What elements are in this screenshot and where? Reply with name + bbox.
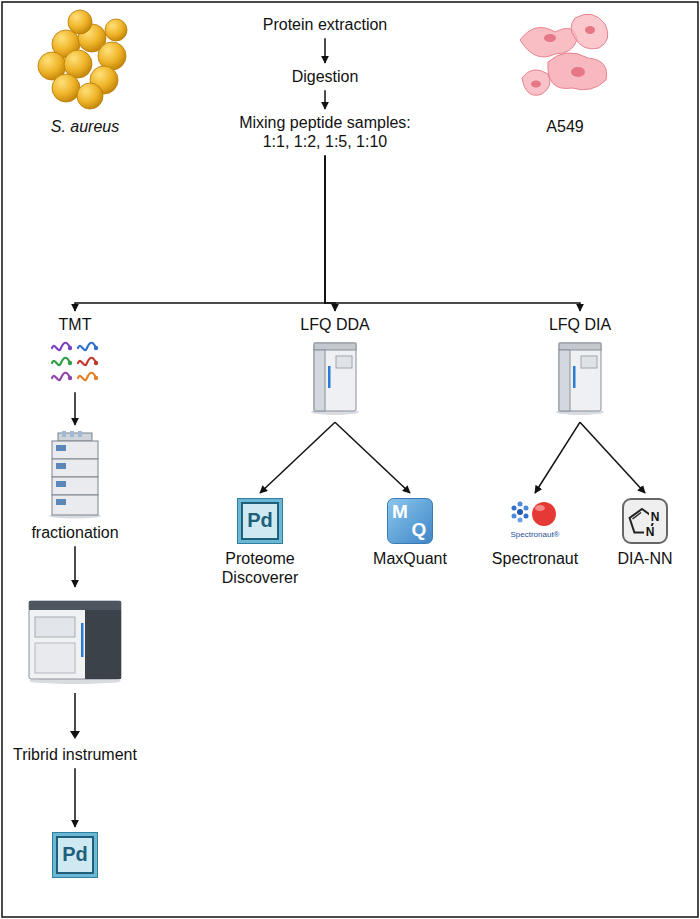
step-text: Mixing peptide samples: 1:1, 1:2, 1:5, 1… [230, 112, 420, 152]
tmt-branch: TMT [35, 314, 115, 389]
node-text: Protein extraction [261, 14, 390, 35]
flow-arrow [65, 691, 85, 741]
hplc-art [49, 431, 101, 519]
step-text: Protein extraction [225, 14, 425, 35]
instr-icon [551, 338, 609, 416]
logo-shape [512, 502, 557, 527]
node-text: MaxQuant [371, 548, 449, 569]
logo-text: Q [409, 520, 429, 539]
node-text: TMT [57, 314, 94, 335]
tags-icon [49, 338, 101, 386]
flow-connector [74, 768, 76, 827]
logo-text: Pd [52, 844, 98, 864]
flow-connector [324, 38, 326, 63]
node-text: Digestion [290, 66, 361, 87]
flow-connector [325, 155, 580, 311]
node-text: fractionation [29, 522, 120, 543]
software-logo: Pd [52, 830, 98, 882]
arrow-head [70, 731, 80, 739]
flow-connector [325, 155, 335, 311]
node-text: Mixing peptide samples: 1:1, 1:2, 1:5, 1… [230, 112, 420, 152]
species-label: S. aureus [5, 118, 165, 136]
fractionation-step: fractionation [20, 428, 130, 543]
dia-branch: LFQ DIA [530, 314, 630, 419]
tribrid-icon [25, 593, 125, 685]
node-text: Tribrid instrument [11, 744, 139, 765]
software-node: NN DIA-NN [600, 496, 690, 569]
dda-branch: LFQ DDA [290, 314, 380, 419]
node-text: DIA-NN [615, 548, 674, 569]
logo-shape [388, 499, 433, 544]
logo-text: M [390, 502, 410, 521]
spn-logo: Spectronaut® [500, 498, 570, 544]
flow-connector [74, 392, 76, 425]
logo-shape [623, 499, 667, 543]
hplc-icon [44, 431, 106, 519]
flow-connector [74, 546, 76, 587]
flow-connector [535, 422, 580, 493]
flow-connector [260, 422, 335, 493]
tribrid-step: Tribrid instrument [0, 590, 150, 765]
step-text: Digestion [225, 66, 425, 87]
arrow-shaft [74, 693, 76, 732]
flow-connector [75, 155, 325, 311]
software-node: PdProteome Discoverer [200, 496, 320, 588]
dia-logo: NN [622, 498, 668, 544]
pd-logo: Pd [237, 498, 283, 544]
instr-art [311, 343, 359, 415]
node-text: LFQ DIA [547, 314, 613, 335]
a549-cells [520, 14, 608, 95]
flow-connector [324, 90, 326, 109]
software-node: Spectronaut® Spectronaut [480, 496, 590, 569]
node-text: Proteome Discoverer [200, 548, 320, 588]
species-label: A549 [485, 118, 645, 136]
logo-shape [238, 499, 283, 544]
node-text: Spectronaut [490, 548, 580, 569]
instr-icon [306, 338, 364, 416]
software-node: MQ MaxQuant [360, 496, 460, 569]
instr-art [556, 343, 604, 415]
logo-text: Pd [237, 510, 283, 530]
node-text: LFQ DDA [298, 314, 371, 335]
logo-text: N [649, 511, 661, 523]
logo-text: Spectronaut® [500, 531, 570, 539]
flow-connector [335, 422, 410, 493]
tribrid-art [29, 601, 121, 684]
s-aureus-cluster [38, 10, 127, 109]
flow-connector [580, 422, 645, 493]
logo-shape [53, 833, 98, 878]
tags-art [52, 343, 98, 380]
pd-logo: Pd [52, 832, 98, 878]
logo-text: N [644, 526, 656, 538]
mq-logo: MQ [387, 498, 433, 544]
